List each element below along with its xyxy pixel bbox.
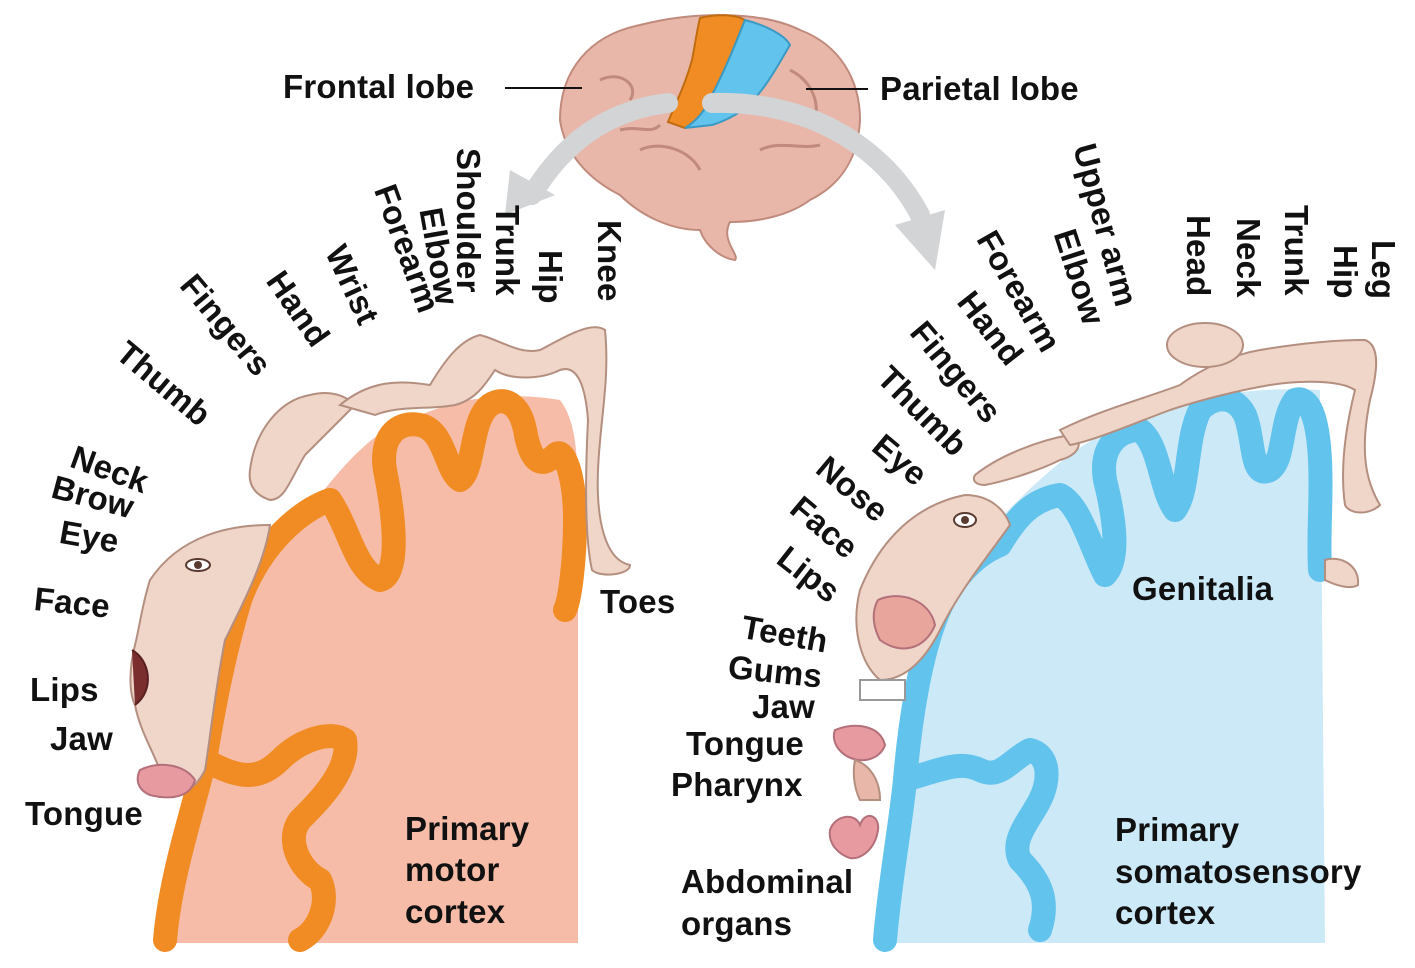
sensory-label-neck: Neck	[1230, 218, 1267, 298]
motor-label-lips: Lips	[30, 671, 99, 708]
sensory-homunculus-lips	[872, 595, 937, 650]
arrow-to-motor-cortex	[522, 93, 678, 205]
sensory-cortex-sulcus	[893, 738, 1059, 942]
sensory-label-genitalia: Genitalia	[1132, 570, 1274, 607]
motor-label-hip: Hip	[532, 250, 569, 304]
sensory-cortex-region	[880, 389, 1325, 943]
motor-label-toes: Toes	[600, 583, 676, 620]
frontal-lobe-label: Frontal lobe	[283, 68, 475, 105]
parietal-lobe-label: Parietal lobe	[880, 70, 1079, 107]
sensory-title-line-1: Primary	[1115, 811, 1240, 848]
motor-homunculus-face	[129, 523, 272, 790]
motor-cortex-region	[155, 396, 578, 943]
sensory-homunculus-abdominal	[828, 815, 880, 860]
sensory-label-jaw: Jaw	[752, 688, 815, 725]
sensory-homunculus-head	[1166, 322, 1244, 368]
motor-cortex-sulcus	[193, 724, 358, 952]
sensory-title-line-3: cortex	[1115, 894, 1216, 931]
motor-title-line-3: cortex	[405, 893, 506, 930]
sensory-label-pharynx: Pharynx	[671, 766, 803, 803]
sensory-label-tongue: Tongue	[686, 725, 804, 762]
sensory-homunculus-pharynx	[852, 758, 882, 801]
motor-homunculus-tongue	[136, 763, 197, 799]
sensory-title-line-2: somatosensory	[1115, 853, 1362, 890]
motor-cortex-gyrus	[153, 389, 587, 952]
sensory-homunculus-tongue	[832, 724, 887, 762]
sensory-homunculus-hand	[972, 433, 1080, 487]
sensory-label-hip: Hip	[1327, 245, 1364, 299]
motor-label-knee: Knee	[591, 220, 628, 302]
arrow-to-sensory-cortex	[702, 92, 930, 225]
motor-title-line-2: motor	[405, 851, 500, 888]
sensory-label-leg: Leg	[1365, 240, 1402, 300]
sensory-label-abdominal-2: organs	[681, 905, 793, 942]
sensory-homunculus-teeth	[859, 679, 906, 701]
brain-illustration	[558, 14, 862, 262]
sensory-label-head: Head	[1180, 215, 1217, 297]
sensory-label-trunk: Trunk	[1278, 205, 1315, 296]
motor-label-face: Face	[32, 580, 112, 625]
motor-label-jaw: Jaw	[50, 720, 113, 757]
sensory-homunculus-genitalia	[1324, 557, 1360, 589]
motor-homunculus-mouth	[131, 649, 149, 706]
motor-homunculus-hand	[248, 392, 357, 502]
sensory-label-gums: Gums	[726, 648, 825, 695]
motor-label-tongue: Tongue	[25, 795, 143, 832]
motor-label-eye: Eye	[56, 513, 122, 560]
motor-homunculus-arm	[337, 326, 632, 576]
motor-label-trunk: Trunk	[489, 205, 526, 296]
sensory-label-abdominal-1: Abdominal	[681, 863, 854, 900]
motor-title-line-1: Primary	[405, 810, 530, 847]
